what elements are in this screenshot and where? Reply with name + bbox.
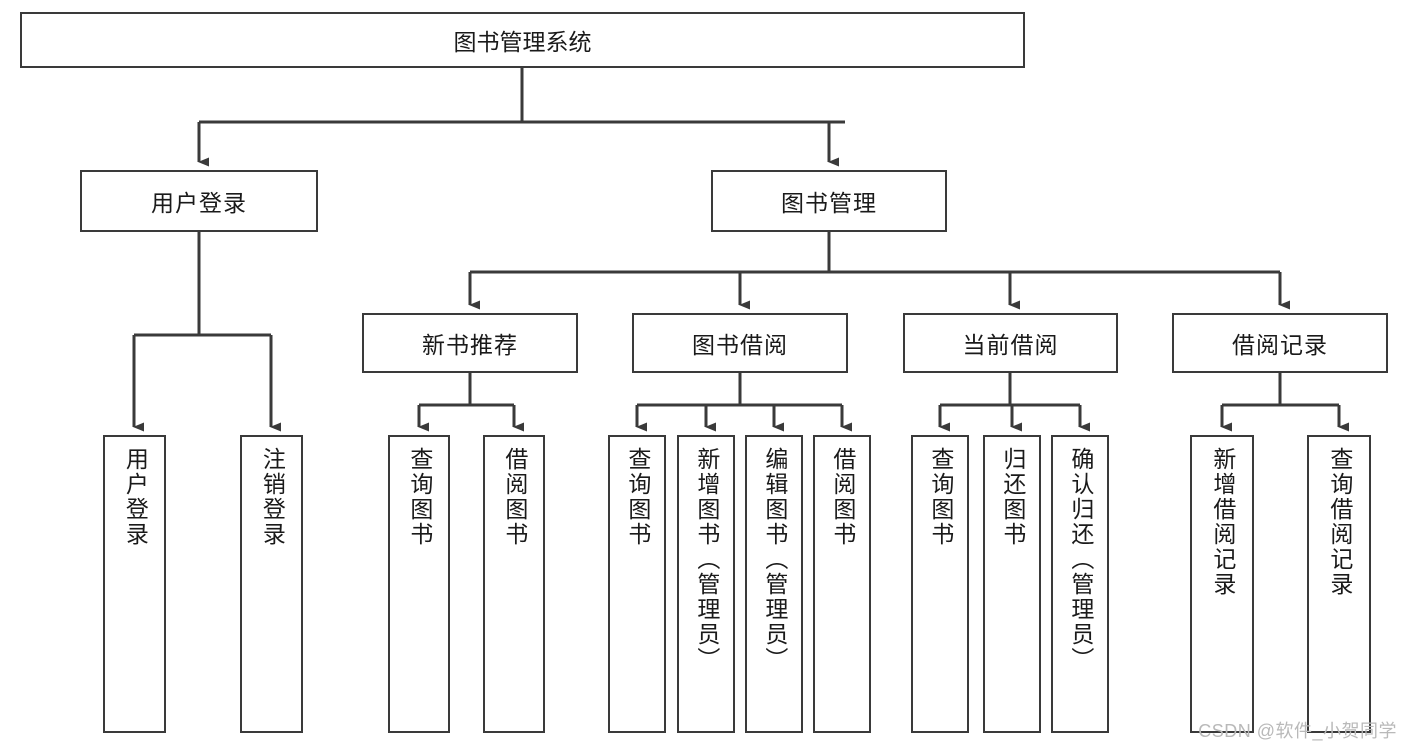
leaf-node[interactable]: 确认归还（管理员） — [1051, 435, 1109, 733]
leaf-node-label: 借阅图书 — [501, 447, 528, 547]
leaf-node-label: 确认归还（管理员） — [1067, 447, 1094, 672]
node-current-borrow-label: 当前借阅 — [962, 332, 1059, 358]
leaf-node[interactable]: 查询借阅记录 — [1307, 435, 1371, 733]
leaf-node-label: 编辑图书（管理员） — [761, 447, 788, 672]
node-book-borrow[interactable]: 图书借阅 — [632, 313, 848, 373]
node-book-management-label: 图书管理 — [781, 190, 877, 216]
leaf-node[interactable]: 查询图书 — [388, 435, 450, 733]
node-root-label: 图书管理系统 — [453, 29, 592, 55]
leaf-node[interactable]: 用户登录 — [103, 435, 166, 733]
leaf-node[interactable]: 借阅图书 — [483, 435, 545, 733]
node-current-borrow[interactable]: 当前借阅 — [903, 313, 1118, 373]
node-new-book-recommend[interactable]: 新书推荐 — [362, 313, 578, 373]
node-user-login[interactable]: 用户登录 — [80, 170, 318, 232]
leaf-node-label: 借阅图书 — [829, 447, 856, 547]
leaf-node-label: 用户登录 — [122, 447, 149, 547]
leaf-node-label: 查询借阅记录 — [1326, 447, 1353, 597]
leaf-node-label: 新增借阅记录 — [1209, 447, 1236, 597]
leaf-node[interactable]: 查询图书 — [608, 435, 666, 733]
leaf-node-label: 归还图书 — [999, 447, 1026, 547]
leaf-node[interactable]: 新增图书（管理员） — [677, 435, 735, 733]
leaf-node-label: 新增图书（管理员） — [693, 447, 720, 672]
node-book-management[interactable]: 图书管理 — [711, 170, 947, 232]
node-book-borrow-label: 图书借阅 — [692, 332, 788, 358]
csdn-watermark: CSDN @软件_小贺同学 — [1198, 721, 1397, 741]
node-root[interactable]: 图书管理系统 — [20, 12, 1025, 68]
leaf-node[interactable]: 归还图书 — [983, 435, 1041, 733]
leaf-node[interactable]: 注销登录 — [240, 435, 303, 733]
leaf-node[interactable]: 借阅图书 — [813, 435, 871, 733]
leaf-node[interactable]: 编辑图书（管理员） — [745, 435, 803, 733]
leaf-node-label: 注销登录 — [259, 447, 286, 547]
leaf-node-label: 查询图书 — [927, 447, 954, 547]
leaf-node[interactable]: 新增借阅记录 — [1190, 435, 1254, 733]
node-new-book-recommend-label: 新书推荐 — [422, 332, 518, 358]
leaf-node-label: 查询图书 — [624, 447, 651, 547]
leaf-node[interactable]: 查询图书 — [911, 435, 969, 733]
node-borrow-record[interactable]: 借阅记录 — [1172, 313, 1388, 373]
node-user-login-label: 用户登录 — [151, 190, 247, 216]
leaf-node-label: 查询图书 — [406, 447, 433, 547]
node-borrow-record-label: 借阅记录 — [1232, 332, 1328, 358]
